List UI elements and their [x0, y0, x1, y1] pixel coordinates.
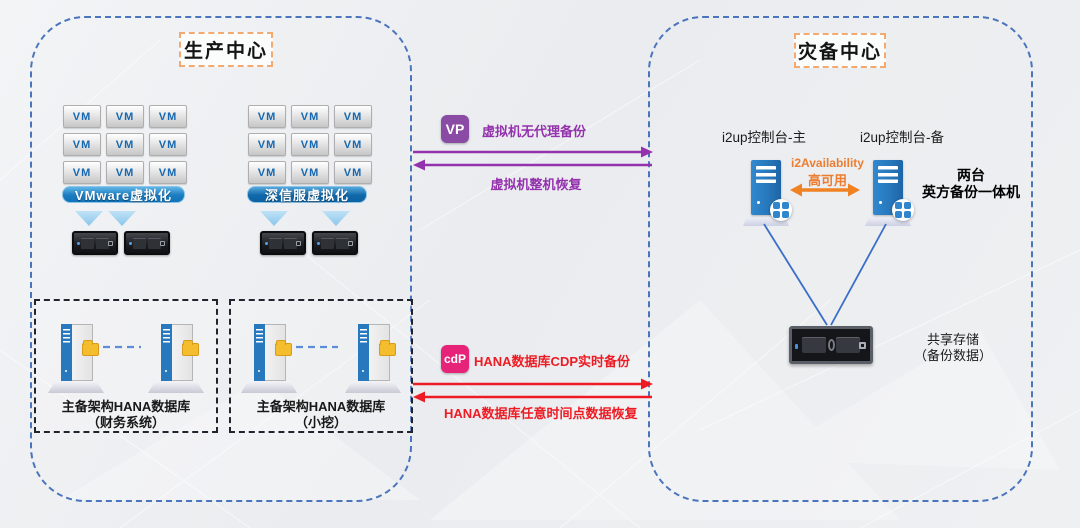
storage-label: 共享存储 （备份数据）: [893, 332, 1013, 364]
funnel-icon: [75, 211, 103, 226]
grid-badge-icon: [770, 199, 792, 221]
vm-icon: VM: [149, 161, 187, 184]
rack-server-icon: [72, 231, 118, 255]
vm-icon: VM: [149, 105, 187, 128]
grid-badge-icon: [892, 199, 914, 221]
vm-icon: VM: [334, 161, 372, 184]
vm-icon: VM: [334, 105, 372, 128]
sangfor-vm-grid: VM VM VM VM VM VM VM VM VM: [248, 105, 372, 184]
funnel-icon: [108, 211, 136, 226]
vp-badge: VP: [441, 115, 469, 143]
funnel-icon: [260, 211, 288, 226]
hana-restore-arrow: [413, 391, 652, 403]
storage-label-line1: 共享存储: [926, 332, 979, 347]
vm-icon: VM: [63, 133, 101, 156]
i2up-console-standby-icon: [865, 160, 914, 226]
ha-label-line2: 高可用: [807, 173, 847, 188]
hana-mining-label-line2: （小挖）: [294, 415, 347, 430]
hana-backup-arrow: [413, 378, 653, 390]
ha-label-line1: i2Availability: [791, 156, 864, 170]
vm-icon: VM: [291, 105, 329, 128]
vm-icon: VM: [248, 133, 286, 156]
vm-icon: VM: [291, 133, 329, 156]
flow-label-hana-backup: HANA数据库CDP实时备份: [474, 354, 631, 369]
shared-storage-icon: [789, 326, 873, 364]
hana-mining-label-line1: 主备架构HANA数据库: [256, 399, 386, 414]
production-center-region: 生产中心 VM VM VM VM VM VM VM VM VM VMware虚拟…: [30, 16, 413, 502]
funnel-icon: [322, 211, 350, 226]
vm-icon: VM: [63, 105, 101, 128]
folder-icon: [379, 340, 396, 356]
dr-center-region: 灾备中心 i2up控制台-主 i2up控制台-备 i2Availability …: [648, 16, 1033, 502]
vm-backup-arrow: [413, 146, 653, 158]
rack-server-icon: [312, 231, 358, 255]
i2up-console-primary-icon: [743, 160, 792, 226]
vm-icon: VM: [106, 161, 144, 184]
hana-finance-label-line2: （财务系统）: [86, 415, 165, 430]
vm-icon: VM: [334, 133, 372, 156]
hana-server-icon: [241, 321, 297, 393]
flow-label-vm-restore: 虚拟机整机恢复: [490, 177, 582, 192]
vm-icon: VM: [248, 105, 286, 128]
console-standby-label: i2up控制台-备: [859, 130, 945, 145]
folder-icon: [82, 340, 99, 356]
vm-icon: VM: [248, 161, 286, 184]
hana-finance-box: 主备架构HANA数据库 （财务系统）: [34, 299, 218, 433]
storage-label-line2: （备份数据）: [913, 348, 992, 363]
vmware-platform-bar: VMware虚拟化: [62, 186, 185, 203]
vm-icon: VM: [149, 133, 187, 156]
sangfor-platform-bar: 深信服虚拟化: [247, 186, 367, 203]
folder-icon: [182, 340, 199, 356]
rack-server-icon: [260, 231, 306, 255]
flow-label-hana-restore: HANA数据库任意时间点数据恢复: [444, 406, 638, 421]
rack-server-icon: [124, 231, 170, 255]
appliance-label-line2: 英方备份一体机: [922, 184, 1020, 200]
vm-icon: VM: [291, 161, 329, 184]
vm-icon: VM: [106, 133, 144, 156]
hana-server-icon: [148, 321, 204, 393]
appliance-label: 两台 英方备份一体机: [916, 167, 1026, 201]
vm-restore-arrow: [413, 159, 652, 171]
hana-server-icon: [48, 321, 104, 393]
flow-label-vm-backup: 虚拟机无代理备份: [481, 124, 586, 139]
cdp-badge: cdP: [441, 345, 469, 373]
hana-server-icon: [345, 321, 401, 393]
vm-icon: VM: [63, 161, 101, 184]
vm-icon: VM: [106, 105, 144, 128]
dr-center-title: 灾备中心: [794, 33, 886, 68]
hana-finance-label-line1: 主备架构HANA数据库: [61, 399, 191, 414]
console-primary-label: i2up控制台-主: [721, 130, 807, 145]
vmware-vm-grid: VM VM VM VM VM VM VM VM VM: [63, 105, 187, 184]
folder-icon: [275, 340, 292, 356]
production-center-title: 生产中心: [179, 32, 273, 67]
appliance-label-line1: 两台: [957, 167, 985, 183]
hana-mining-box: 主备架构HANA数据库 （小挖）: [229, 299, 413, 433]
